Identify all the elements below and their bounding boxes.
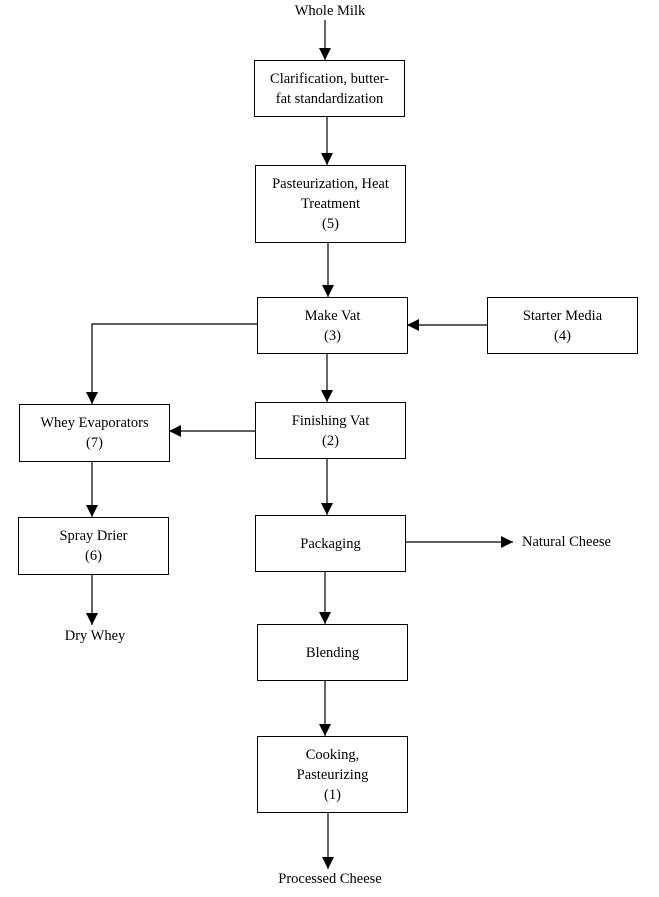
- clarification-line1: Clarification, butter-: [270, 70, 389, 87]
- step-finishing-vat: Finishing Vat (2): [255, 402, 406, 459]
- arrow-make-vat-to-whey-evaporators: [86, 323, 257, 404]
- input-whole-milk: Whole Milk: [294, 3, 366, 19]
- input-starter-media: Starter Media (4): [487, 297, 638, 354]
- starter-media-number: (4): [554, 327, 571, 344]
- pasteurization-number: (5): [322, 216, 339, 232]
- make-vat-line1: Make Vat: [304, 307, 361, 324]
- step-packaging: Packaging: [255, 515, 406, 572]
- spray-drier-number: (6): [85, 548, 102, 564]
- cooking-line1: Cooking,: [305, 746, 360, 763]
- finishing-vat-line1: Finishing Vat: [291, 412, 370, 429]
- whey-evaporators-line1: Whey Evaporators: [40, 415, 149, 431]
- step-whey-evaporators: Whey Evaporators (7): [19, 404, 170, 462]
- finishing-vat-number: (2): [322, 432, 339, 449]
- clarification-line2: fat standardization: [275, 90, 384, 107]
- step-pasteurization: Pasteurization, Heat Treatment (5): [255, 165, 406, 243]
- packaging-line1: Packaging: [300, 535, 361, 552]
- step-cooking: Cooking, Pasteurizing (1): [257, 736, 408, 813]
- step-spray-drier: Spray Drier (6): [18, 517, 169, 575]
- cooking-number: (1): [324, 786, 341, 803]
- starter-media-label: Starter Media: [522, 307, 603, 324]
- cooking-line2: Pasteurizing: [296, 766, 369, 783]
- step-make-vat: Make Vat (3): [257, 297, 408, 354]
- pasteurization-line2: Treatment: [300, 196, 361, 212]
- step-blending: Blending: [257, 624, 408, 681]
- whey-evaporators-number: (7): [86, 435, 103, 451]
- make-vat-number: (3): [324, 327, 341, 344]
- pasteurization-line1: Pasteurization, Heat: [272, 176, 389, 192]
- spray-drier-line1: Spray Drier: [59, 528, 128, 544]
- blending-line1: Blending: [305, 644, 360, 661]
- step-clarification: Clarification, butter- fat standardizati…: [254, 60, 405, 117]
- output-processed-cheese: Processed Cheese: [278, 871, 382, 887]
- output-natural-cheese: Natural Cheese: [522, 534, 611, 550]
- output-dry-whey: Dry Whey: [64, 628, 126, 644]
